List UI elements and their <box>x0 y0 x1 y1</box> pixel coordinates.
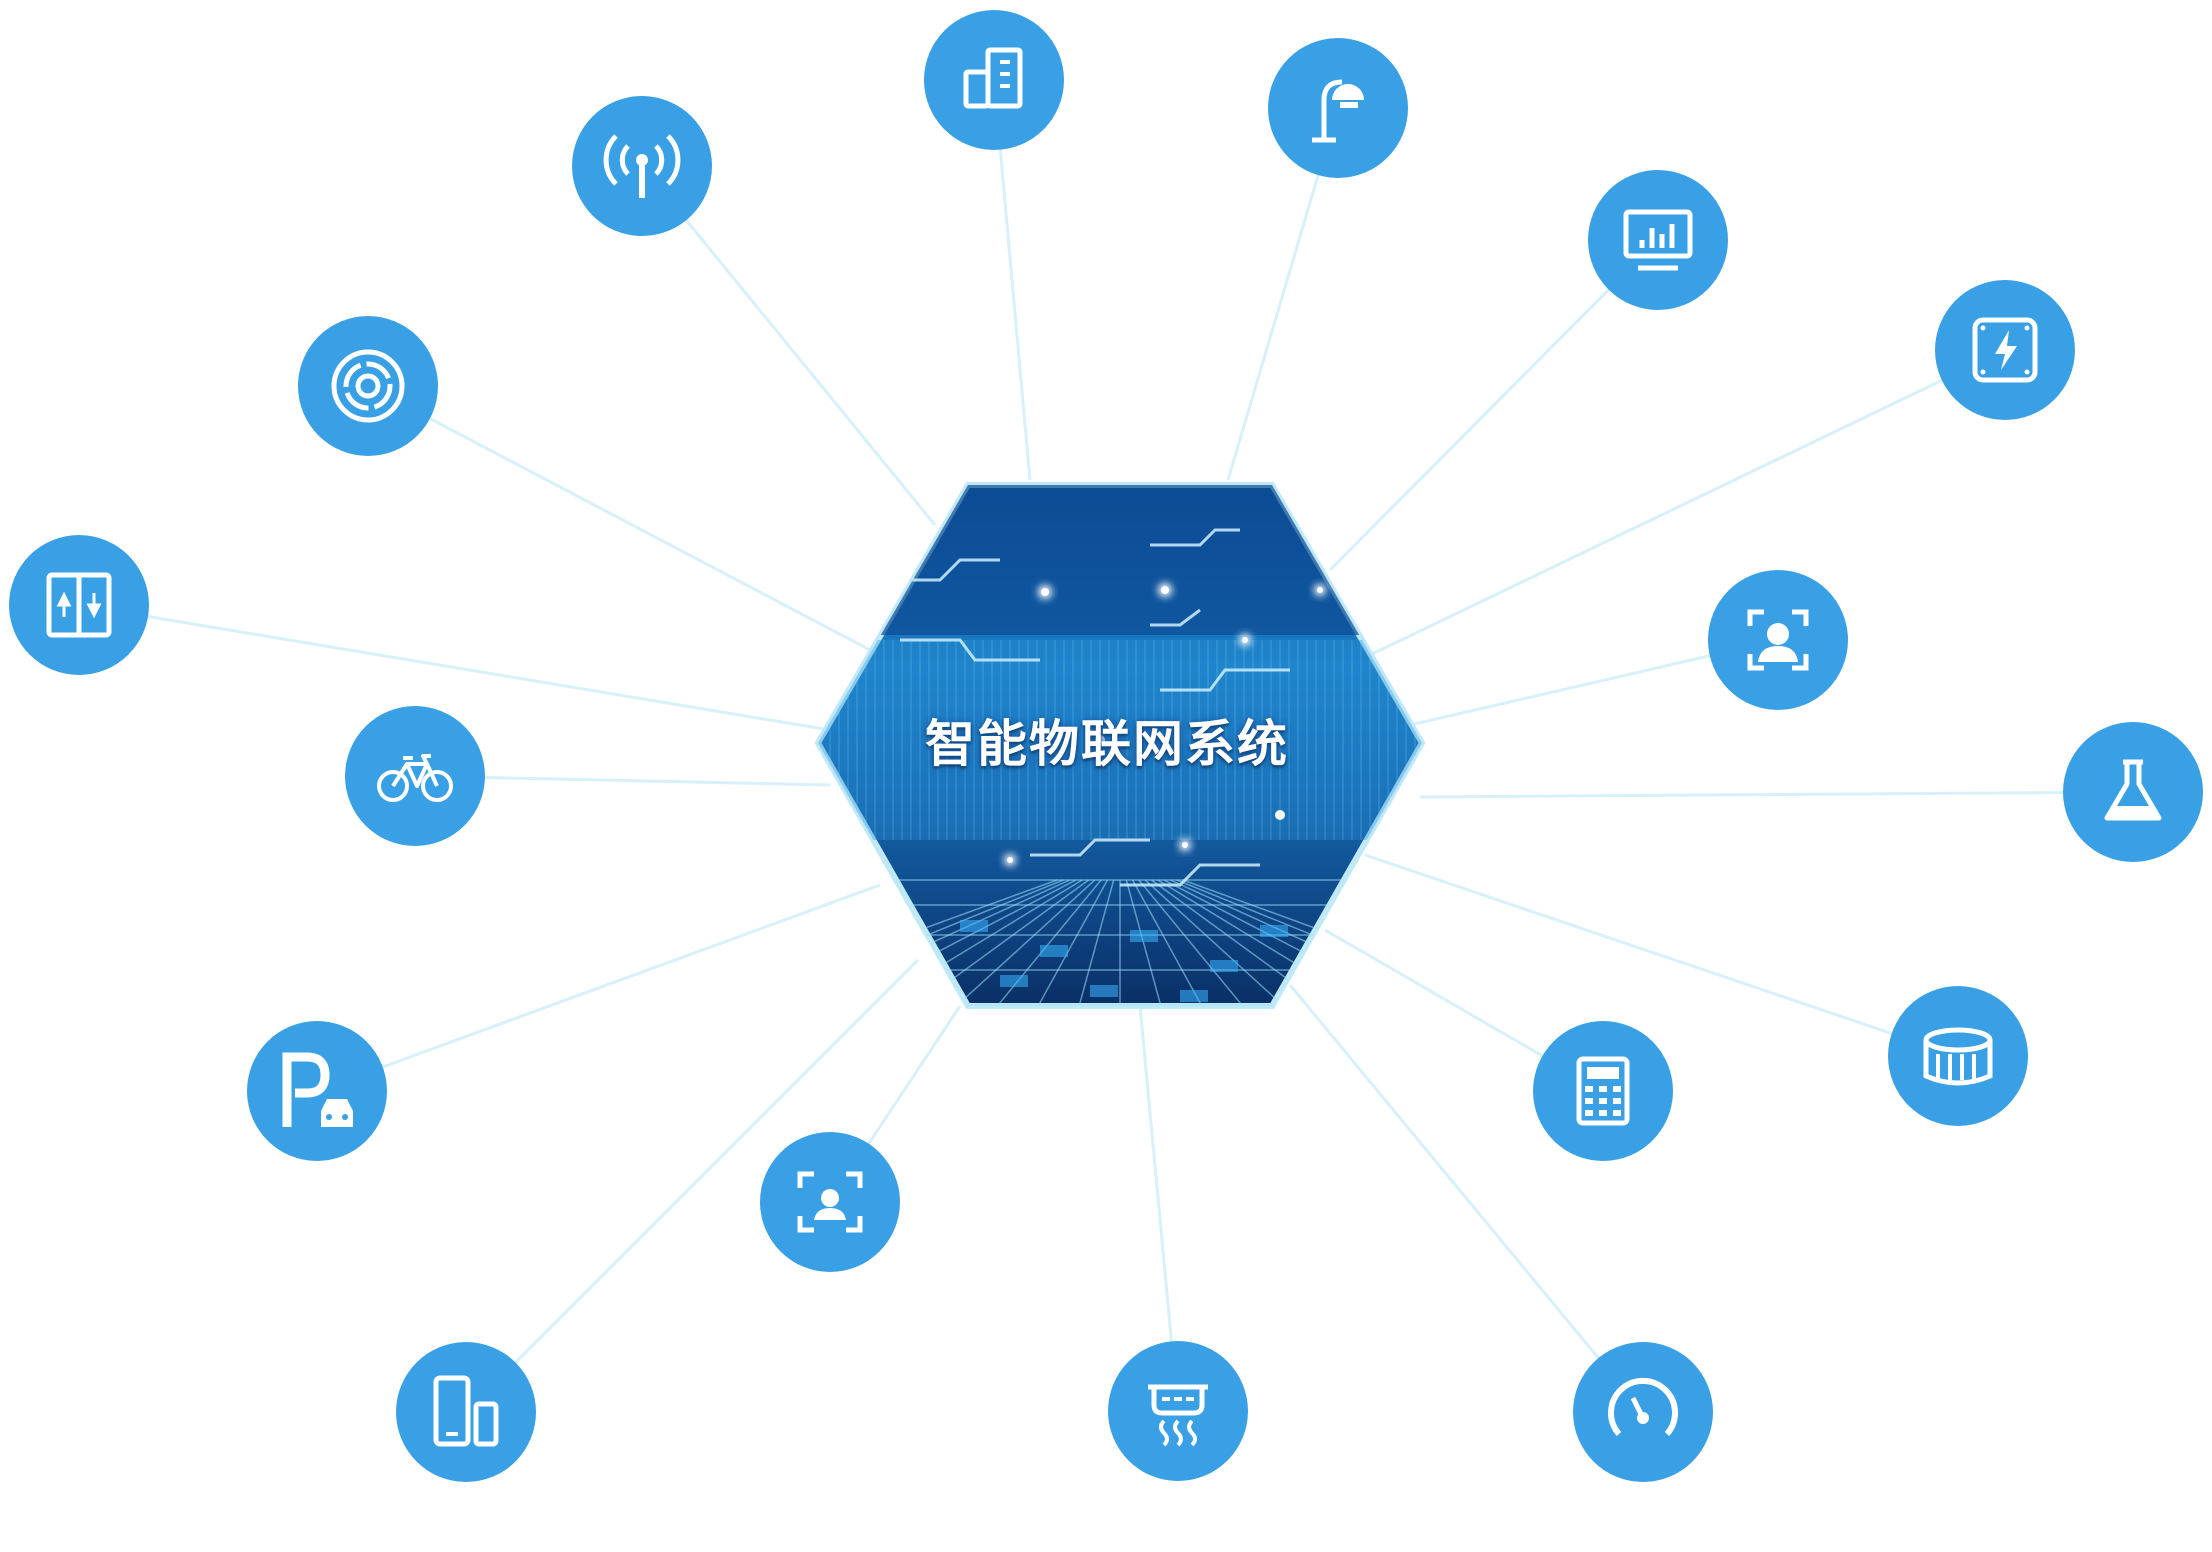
parking-icon <box>282 1052 353 1127</box>
center-title: 智能物联网系统 <box>925 715 1289 773</box>
device-node <box>1533 1021 1673 1161</box>
device-node <box>1573 1342 1713 1482</box>
device-node <box>1935 280 2075 420</box>
connector-line <box>1364 853 1959 1058</box>
water-meter-icon <box>1923 1027 1993 1086</box>
elevator-icon <box>46 572 112 638</box>
device-nodes <box>9 10 2203 1482</box>
connector-line <box>1419 790 2134 799</box>
device-node <box>396 1342 536 1482</box>
calculator-icon <box>1576 1056 1630 1126</box>
device-node <box>298 316 438 456</box>
power-cabinet-icon <box>1972 317 2038 383</box>
device-node <box>2063 722 2203 862</box>
device-node <box>1108 1341 1248 1481</box>
connector-line <box>1328 238 1660 572</box>
device-node <box>1708 570 1848 710</box>
building-icon <box>963 47 1023 109</box>
device-node <box>9 535 149 675</box>
heater-icon <box>1148 1384 1208 1447</box>
connector-line <box>367 384 871 652</box>
smoke-detector-icon <box>331 349 405 423</box>
flask-icon <box>2104 759 2162 821</box>
device-node <box>1268 38 1408 178</box>
device-node <box>924 10 1064 150</box>
antenna-icon <box>603 134 681 198</box>
connector-line <box>1288 984 1645 1413</box>
gauge-icon <box>1608 1377 1678 1436</box>
device-node <box>760 1132 900 1272</box>
bicycle-icon <box>377 754 453 802</box>
connector-line <box>1369 348 2006 657</box>
device-node <box>1888 986 2028 1126</box>
connector-line <box>316 883 881 1093</box>
connector-line <box>640 165 937 526</box>
connector-line <box>78 603 831 732</box>
face-scan-icon <box>797 1171 863 1233</box>
device-node <box>345 706 485 846</box>
device-node <box>572 96 712 236</box>
device-node <box>1588 170 1728 310</box>
connector-line <box>464 958 920 1414</box>
street-lamp-icon <box>1312 79 1364 143</box>
device-node <box>247 1021 387 1161</box>
mobile-devices-icon <box>433 1375 499 1447</box>
face-recognition-icon <box>1747 609 1809 671</box>
monitor-chart-icon <box>1623 209 1693 271</box>
